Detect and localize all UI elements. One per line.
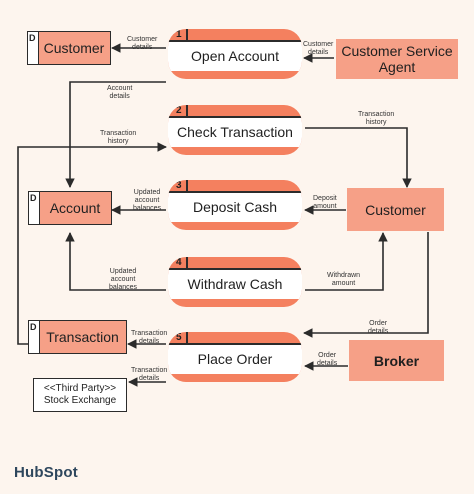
process-check-transaction[interactable]: 2 Check Transaction <box>168 105 302 155</box>
process-divider <box>186 29 188 40</box>
process-open-account[interactable]: 1 Open Account <box>168 29 302 79</box>
process-divider <box>186 257 188 268</box>
process-divider <box>168 40 302 42</box>
arrow-account-details <box>65 81 166 188</box>
process-number: 4 <box>176 257 182 268</box>
process-number: 2 <box>176 105 182 116</box>
entity-label: Customer <box>365 201 426 218</box>
process-place-order[interactable]: 5 Place Order <box>168 332 302 382</box>
store-label: Transaction <box>46 329 119 345</box>
entity-broker[interactable]: Broker <box>349 340 444 381</box>
arrow-customer-order-details <box>303 232 429 338</box>
process-divider <box>168 343 302 345</box>
store-label: Customer <box>43 40 105 56</box>
store-id: D <box>28 32 39 64</box>
entity-third-party-stock-exchange[interactable]: <<Third Party>> Stock Exchange <box>33 378 127 412</box>
entity-label-line2: Agent <box>378 59 416 75</box>
arrow-transaction-history-right <box>305 127 412 188</box>
hubspot-logo: HubSpot <box>14 464 78 481</box>
store-account[interactable]: D Account <box>28 191 112 225</box>
store-label: Account <box>49 200 101 216</box>
entity-label: Broker <box>373 352 420 369</box>
process-divider <box>186 332 188 343</box>
process-number: 3 <box>176 180 182 191</box>
process-label: Open Account <box>168 41 302 71</box>
process-divider <box>168 116 302 118</box>
process-number: 5 <box>176 332 182 343</box>
entity-customer-service-agent[interactable]: Customer Service Agent <box>336 39 458 79</box>
arrow-withdraw-to-account <box>65 232 166 291</box>
store-customer[interactable]: D Customer <box>27 31 111 65</box>
process-divider <box>168 268 302 270</box>
arrow-transaction-history-left <box>17 142 167 345</box>
process-deposit-cash[interactable]: 3 Deposit Cash <box>168 180 302 230</box>
entity-label-line1: <<Third Party>> <box>43 383 117 394</box>
process-divider <box>186 105 188 116</box>
process-label: Check Transaction <box>168 117 302 147</box>
process-label: Withdraw Cash <box>168 269 302 299</box>
process-divider <box>168 191 302 193</box>
entity-label-line2: Stock Exchange <box>43 395 117 406</box>
process-label: Deposit Cash <box>168 192 302 222</box>
process-label: Place Order <box>168 344 302 374</box>
entity-label-line1: Customer Service <box>341 43 453 59</box>
process-divider <box>186 180 188 191</box>
process-number: 1 <box>176 29 182 40</box>
store-transaction[interactable]: D Transaction <box>28 320 127 354</box>
store-id: D <box>29 321 40 353</box>
process-withdraw-cash[interactable]: 4 Withdraw Cash <box>168 257 302 307</box>
store-id: D <box>29 192 40 224</box>
arrow-withdraw-to-customer <box>305 232 388 291</box>
entity-customer[interactable]: Customer <box>347 188 444 231</box>
